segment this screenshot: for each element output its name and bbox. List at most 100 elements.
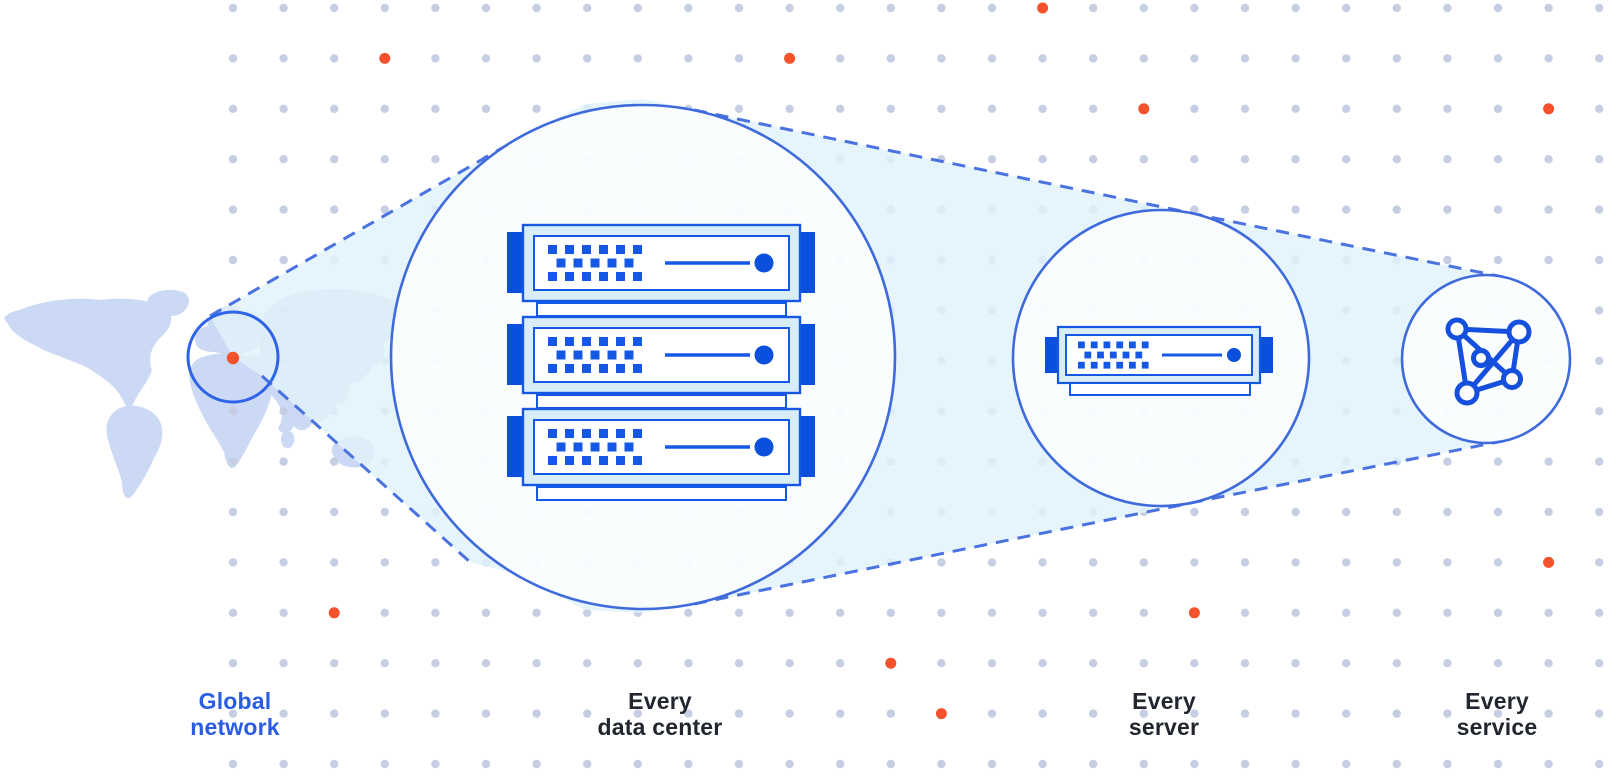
vent-dot [1129,341,1136,349]
vent-dot [565,245,574,254]
grid-dot [1392,205,1402,214]
rack-tray [536,302,787,317]
vent-dot [1129,361,1136,369]
grid-dot [836,659,845,668]
server-led [1227,348,1241,362]
orange-accent-dot [885,657,897,669]
grid-dot [1544,3,1553,13]
grid-dot [1139,608,1149,617]
north-america-landmass [7,298,172,408]
network-mesh-icon [1445,317,1532,406]
grid-dot [431,54,440,63]
grid-dot [836,54,845,63]
grid-dot [1544,659,1553,668]
rack-led [754,437,774,457]
grid-dot [228,407,238,416]
grid-dot [937,759,946,769]
grid-dot [380,104,389,114]
grid-dot [785,709,794,718]
vent-dot [1097,351,1104,359]
grid-dot [431,104,440,114]
orange-accent-dot [1188,607,1200,619]
grid-dot [1493,104,1503,114]
grid-dot [1544,205,1553,214]
grid-dot [1595,54,1604,63]
grid-dot [1392,104,1402,114]
grid-dot [1544,759,1553,769]
dashed-line-lower-mid [693,501,1192,606]
grid-dot [279,507,288,517]
server-ear-right [1260,337,1273,373]
grid-dot [481,54,491,63]
vent-dot [573,442,583,452]
grid-dot [481,3,491,13]
grid-dot [1240,759,1250,769]
grid-dot [1493,255,1503,265]
grid-dot [633,759,642,769]
grid-dot [583,54,592,63]
vent-dot [616,456,625,465]
grid-dot [330,507,339,517]
grid-dot [1544,255,1553,265]
grid-dot [481,608,491,617]
server-ear-left [1045,337,1058,373]
grid-dot [1190,709,1199,718]
grid-dot [279,709,288,718]
grid-dot [1038,558,1047,567]
grid-dot [734,659,744,668]
grid-dot [1038,608,1047,617]
rack-vent-dots [548,337,642,373]
grid-dot [1493,558,1503,567]
grid-dot [1544,457,1553,466]
grid-dot [633,54,642,63]
grid-dot [684,659,693,668]
rack-tray [536,486,787,501]
grid-dot [1595,306,1604,315]
grid-dot [228,608,238,617]
grid-dot [1392,558,1402,567]
vent-dot [599,272,608,281]
grid-dot [380,558,389,567]
label-line: Every [1465,688,1529,714]
grid-dot [1595,205,1604,214]
label-line: service [1456,714,1538,740]
grid-dot [633,659,642,668]
grid-dot [330,155,339,164]
vent-dot [599,364,608,373]
grid-dot [1190,104,1199,114]
grid-dot [1595,356,1604,365]
label-every-data-center: Every data center [598,688,723,740]
grid-dot [1443,54,1452,63]
rack-tray [536,394,787,409]
grid-dot [481,709,491,718]
vent-dot [599,456,608,465]
grid-dot [1190,3,1199,13]
grid-dot [330,3,339,13]
orange-accent-dot [935,708,947,720]
grid-dot [279,407,288,416]
grid-dot [330,659,339,668]
dashed-line-upper-mid [693,108,1192,215]
grid-dot [532,709,541,718]
grid-dot [1595,558,1604,567]
grid-dot [987,709,997,718]
grid-dot [886,759,895,769]
rack-ear-left [507,232,524,293]
vent-dot [1135,351,1143,359]
vent-dot [607,442,617,452]
vent-dot [556,350,566,360]
vent-dot [633,272,642,281]
vent-dot [624,350,634,360]
vent-dot [582,272,591,281]
grid-dot [1038,54,1047,63]
grid-dot [1342,709,1351,718]
grid-dot [532,759,541,769]
vent-dot [548,456,557,465]
vent-dot [1090,361,1098,369]
grid-dot [1139,54,1149,63]
grid-dot [734,104,744,114]
grid-dot [1595,155,1604,164]
grid-dot [1595,104,1604,114]
grid-dot [1493,659,1503,668]
vent-dot [556,258,566,268]
